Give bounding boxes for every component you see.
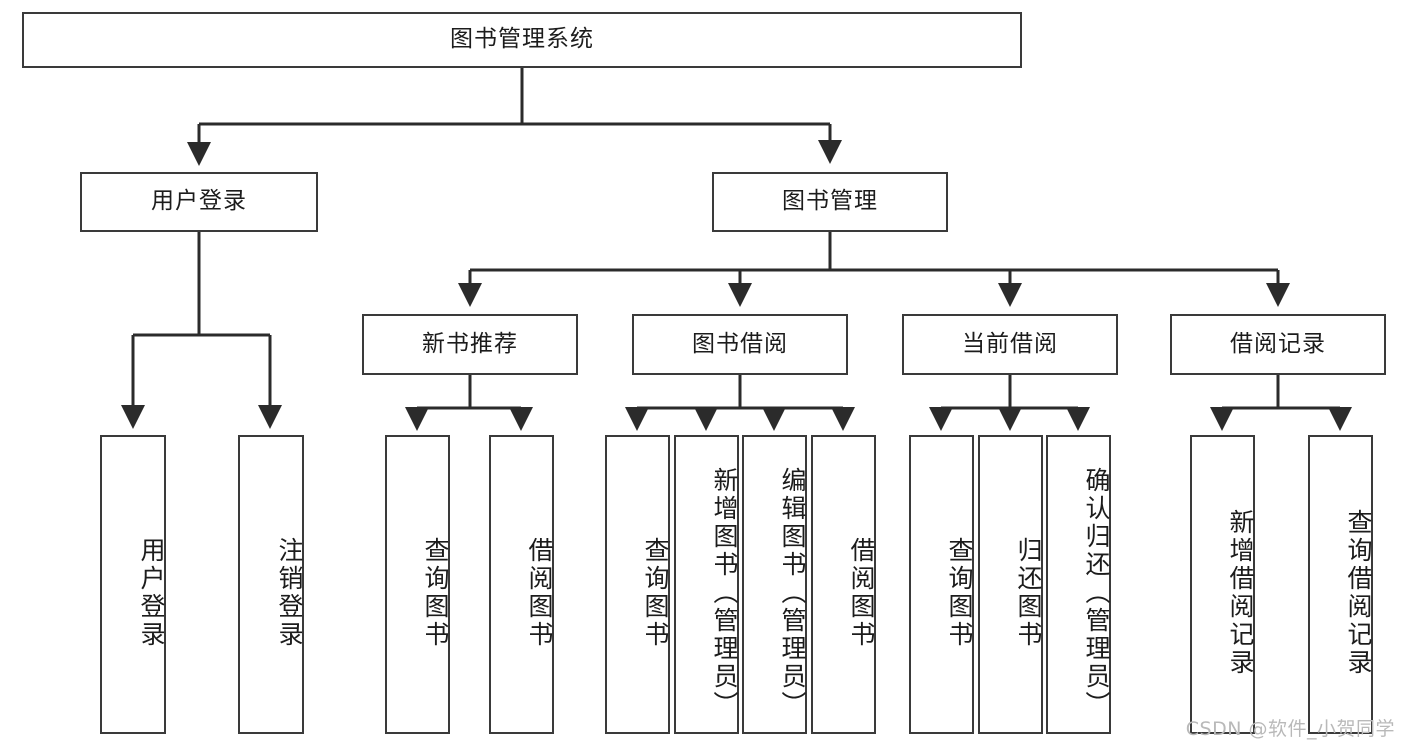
node-leaf-edit-book[interactable]: 编辑图书（管理员） bbox=[742, 435, 807, 734]
node-current-borrow[interactable]: 当前借阅 bbox=[902, 314, 1118, 375]
node-leaf-query-book-2[interactable]: 查询图书 bbox=[605, 435, 670, 734]
leaf-label: 用户登录 bbox=[137, 536, 166, 649]
node-leaf-query-book-3[interactable]: 查询图书 bbox=[909, 435, 974, 734]
node-leaf-borrow-book-1[interactable]: 借阅图书 bbox=[489, 435, 554, 734]
csdn-watermark: CSDN @软件_小贺同学 bbox=[1185, 718, 1395, 740]
leaf-label: 借阅图书 bbox=[525, 536, 554, 649]
node-user-login[interactable]: 用户登录 bbox=[80, 172, 318, 232]
node-leaf-query-record[interactable]: 查询借阅记录 bbox=[1308, 435, 1373, 734]
node-leaf-return-book[interactable]: 归还图书 bbox=[978, 435, 1043, 734]
node-leaf-query-book-1[interactable]: 查询图书 bbox=[385, 435, 450, 734]
node-leaf-confirm-return[interactable]: 确认归还（管理员） bbox=[1046, 435, 1111, 734]
leaf-label: 借阅图书 bbox=[847, 536, 876, 649]
leaf-label: 注销登录 bbox=[275, 536, 304, 649]
leaf-label: 查询图书 bbox=[945, 536, 974, 649]
node-borrow-record[interactable]: 借阅记录 bbox=[1170, 314, 1386, 375]
node-leaf-logout-login[interactable]: 注销登录 bbox=[238, 435, 304, 734]
leaf-label: 查询借阅记录 bbox=[1344, 508, 1373, 677]
node-new-book-recommend[interactable]: 新书推荐 bbox=[362, 314, 578, 375]
node-root-system[interactable]: 图书管理系统 bbox=[22, 12, 1022, 68]
leaf-label: 归还图书 bbox=[1014, 536, 1043, 649]
node-leaf-borrow-book-2[interactable]: 借阅图书 bbox=[811, 435, 876, 734]
leaf-label: 编辑图书（管理员） bbox=[778, 466, 807, 719]
leaf-label: 确认归还（管理员） bbox=[1082, 466, 1111, 719]
leaf-label: 新增借阅记录 bbox=[1226, 508, 1255, 677]
node-book-borrow[interactable]: 图书借阅 bbox=[632, 314, 848, 375]
node-leaf-add-book[interactable]: 新增图书（管理员） bbox=[674, 435, 739, 734]
leaf-label: 新增图书（管理员） bbox=[710, 466, 739, 719]
node-leaf-user-login[interactable]: 用户登录 bbox=[100, 435, 166, 734]
node-leaf-add-record[interactable]: 新增借阅记录 bbox=[1190, 435, 1255, 734]
node-book-management[interactable]: 图书管理 bbox=[712, 172, 948, 232]
leaf-label: 查询图书 bbox=[641, 536, 670, 649]
leaf-label: 查询图书 bbox=[421, 536, 450, 649]
